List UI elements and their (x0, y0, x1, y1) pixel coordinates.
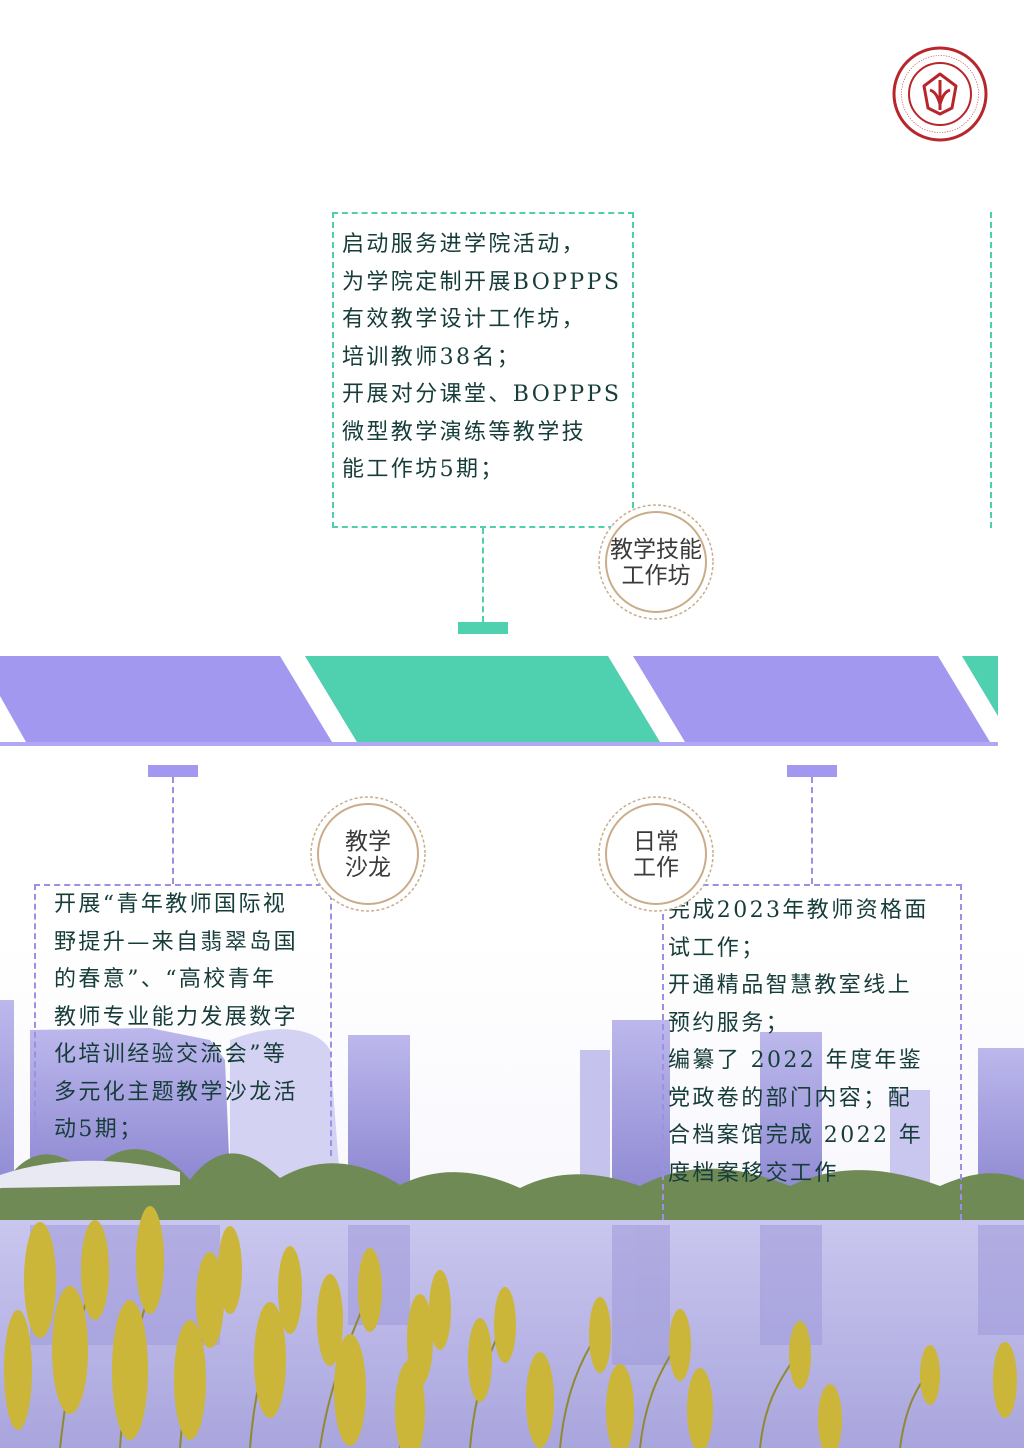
text-line: 预约服务； (668, 1010, 791, 1036)
daily-work-text: 完成2023年教师资格面 试工作； 开通精品智慧教室线上 预约服务； 编纂了 2… (668, 892, 958, 1192)
text-line: 化培训经验交流会”等 (54, 1042, 288, 1067)
daily-connector (811, 777, 813, 884)
badge-ring (598, 796, 714, 912)
text-line: 野提升—来自翡翠岛国 (54, 929, 299, 955)
skills-connector (482, 528, 484, 622)
text-line: 完成2023年教师资格面 (668, 898, 929, 923)
text-line: 教师专业能力发展数字 (54, 1004, 299, 1030)
timeline-band (0, 656, 998, 746)
badge-label: 日常工作 (596, 794, 716, 914)
badge-line: 日常 (633, 828, 679, 854)
teaching-salon-text: 开展“青年教师国际视 野提升—来自翡翠岛国 的春意”、“高校青年 教师专业能力发… (54, 886, 330, 1149)
badge-line: 教学 (345, 828, 391, 854)
text-line: 为学院定制开展BOPPPS (342, 269, 622, 295)
badge-ring (310, 796, 426, 912)
badge-line: 沙龙 (345, 854, 391, 880)
badge-line: 工作 (633, 854, 679, 880)
daily-work-box (662, 884, 962, 1220)
skills-connector-cap (458, 622, 508, 634)
skills-workshop-text: 启动服务进学院活动， 为学院定制开展BOPPPS 有效教学设计工作坊， 培训教师… (342, 226, 632, 489)
text-line: 开通精品智慧教室线上 (668, 973, 913, 998)
text-line: 编纂了 2022 年度年鉴 (668, 1048, 924, 1073)
text-line: 开展“青年教师国际视 (54, 892, 288, 917)
text-line: 能工作坊5期； (342, 457, 505, 482)
skills-workshop-badge: 教学技能工作坊 (596, 502, 716, 622)
salon-connector (172, 777, 174, 884)
city-lake-landscape (0, 940, 1024, 1448)
text-line: 有效教学设计工作坊， (342, 307, 587, 332)
text-line: 度档案移交工作 (668, 1160, 839, 1186)
badge-line: 工作坊 (621, 562, 691, 588)
teaching-salon-box (34, 884, 332, 1156)
badge-ring (598, 504, 714, 620)
badge-label: 教学沙龙 (308, 794, 428, 914)
text-line: 启动服务进学院活动， (342, 232, 587, 257)
text-line: 培训教师38名； (342, 344, 522, 370)
salon-connector-cap (148, 765, 198, 777)
badge-label: 教学技能工作坊 (596, 502, 716, 622)
daily-work-badge: 日常工作 (596, 794, 716, 914)
text-line: 党政卷的部门内容；配 (668, 1085, 913, 1111)
text-line: 开展对分课堂、BOPPPS (342, 382, 622, 407)
right-edge-dashed-line (990, 212, 992, 528)
badge-line: 教学技能 (610, 536, 702, 562)
text-line: 微型教学演练等教学技 (342, 419, 587, 445)
skills-workshop-box (332, 212, 634, 528)
text-line: 动5期； (54, 1117, 144, 1142)
daily-connector-cap (787, 765, 837, 777)
text-line: 试工作； (668, 935, 766, 961)
text-line: 合档案馆完成 2022 年 (668, 1123, 924, 1148)
text-line: 多元化主题教学沙龙活 (54, 1079, 299, 1105)
teaching-salon-badge: 教学沙龙 (308, 794, 428, 914)
text-line: 的春意”、“高校青年 (54, 967, 277, 992)
college-seal-logo (892, 46, 988, 142)
